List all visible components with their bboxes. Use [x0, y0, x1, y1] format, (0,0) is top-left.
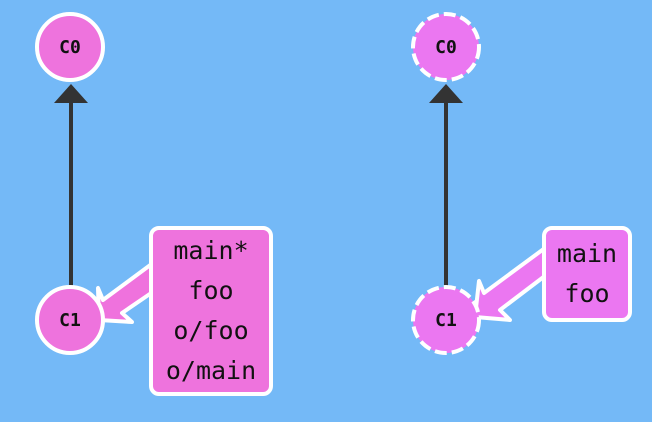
branch-label-o-main: o/main: [165, 356, 257, 385]
right-commit-c0-circle: [411, 12, 481, 82]
left-commit-c1-circle: [35, 285, 105, 355]
right-repo: C0 C1: [411, 12, 560, 355]
left-repo: C0 C1: [35, 12, 165, 355]
left-commit-c0-circle: [35, 12, 105, 82]
left-commit-c0: C0: [35, 12, 105, 82]
branch-label-o-foo: o/foo: [173, 316, 249, 345]
left-commit-c1-label: C1: [59, 310, 81, 331]
left-commit-c1: C1: [35, 285, 105, 355]
right-edge-arrowhead: [429, 84, 463, 103]
right-commit-c0: C0: [411, 12, 481, 82]
right-commit-c0-label: C0: [435, 37, 457, 58]
right-commit-c1-circle: [411, 285, 481, 355]
right-commit-c1: C1: [411, 285, 481, 355]
left-edge-arrowhead: [54, 84, 88, 103]
branch-label-foo: foo: [188, 276, 234, 305]
left-commit-c0-label: C0: [59, 37, 81, 58]
branch-label-main: main*: [173, 236, 249, 265]
branch-label-main: main: [556, 239, 618, 268]
branch-label-foo: foo: [564, 279, 610, 308]
right-branch-label-box: main foo: [542, 226, 632, 322]
left-branch-label-box: main* foo o/foo o/main: [149, 226, 273, 396]
right-commit-c1-label: C1: [435, 310, 457, 331]
